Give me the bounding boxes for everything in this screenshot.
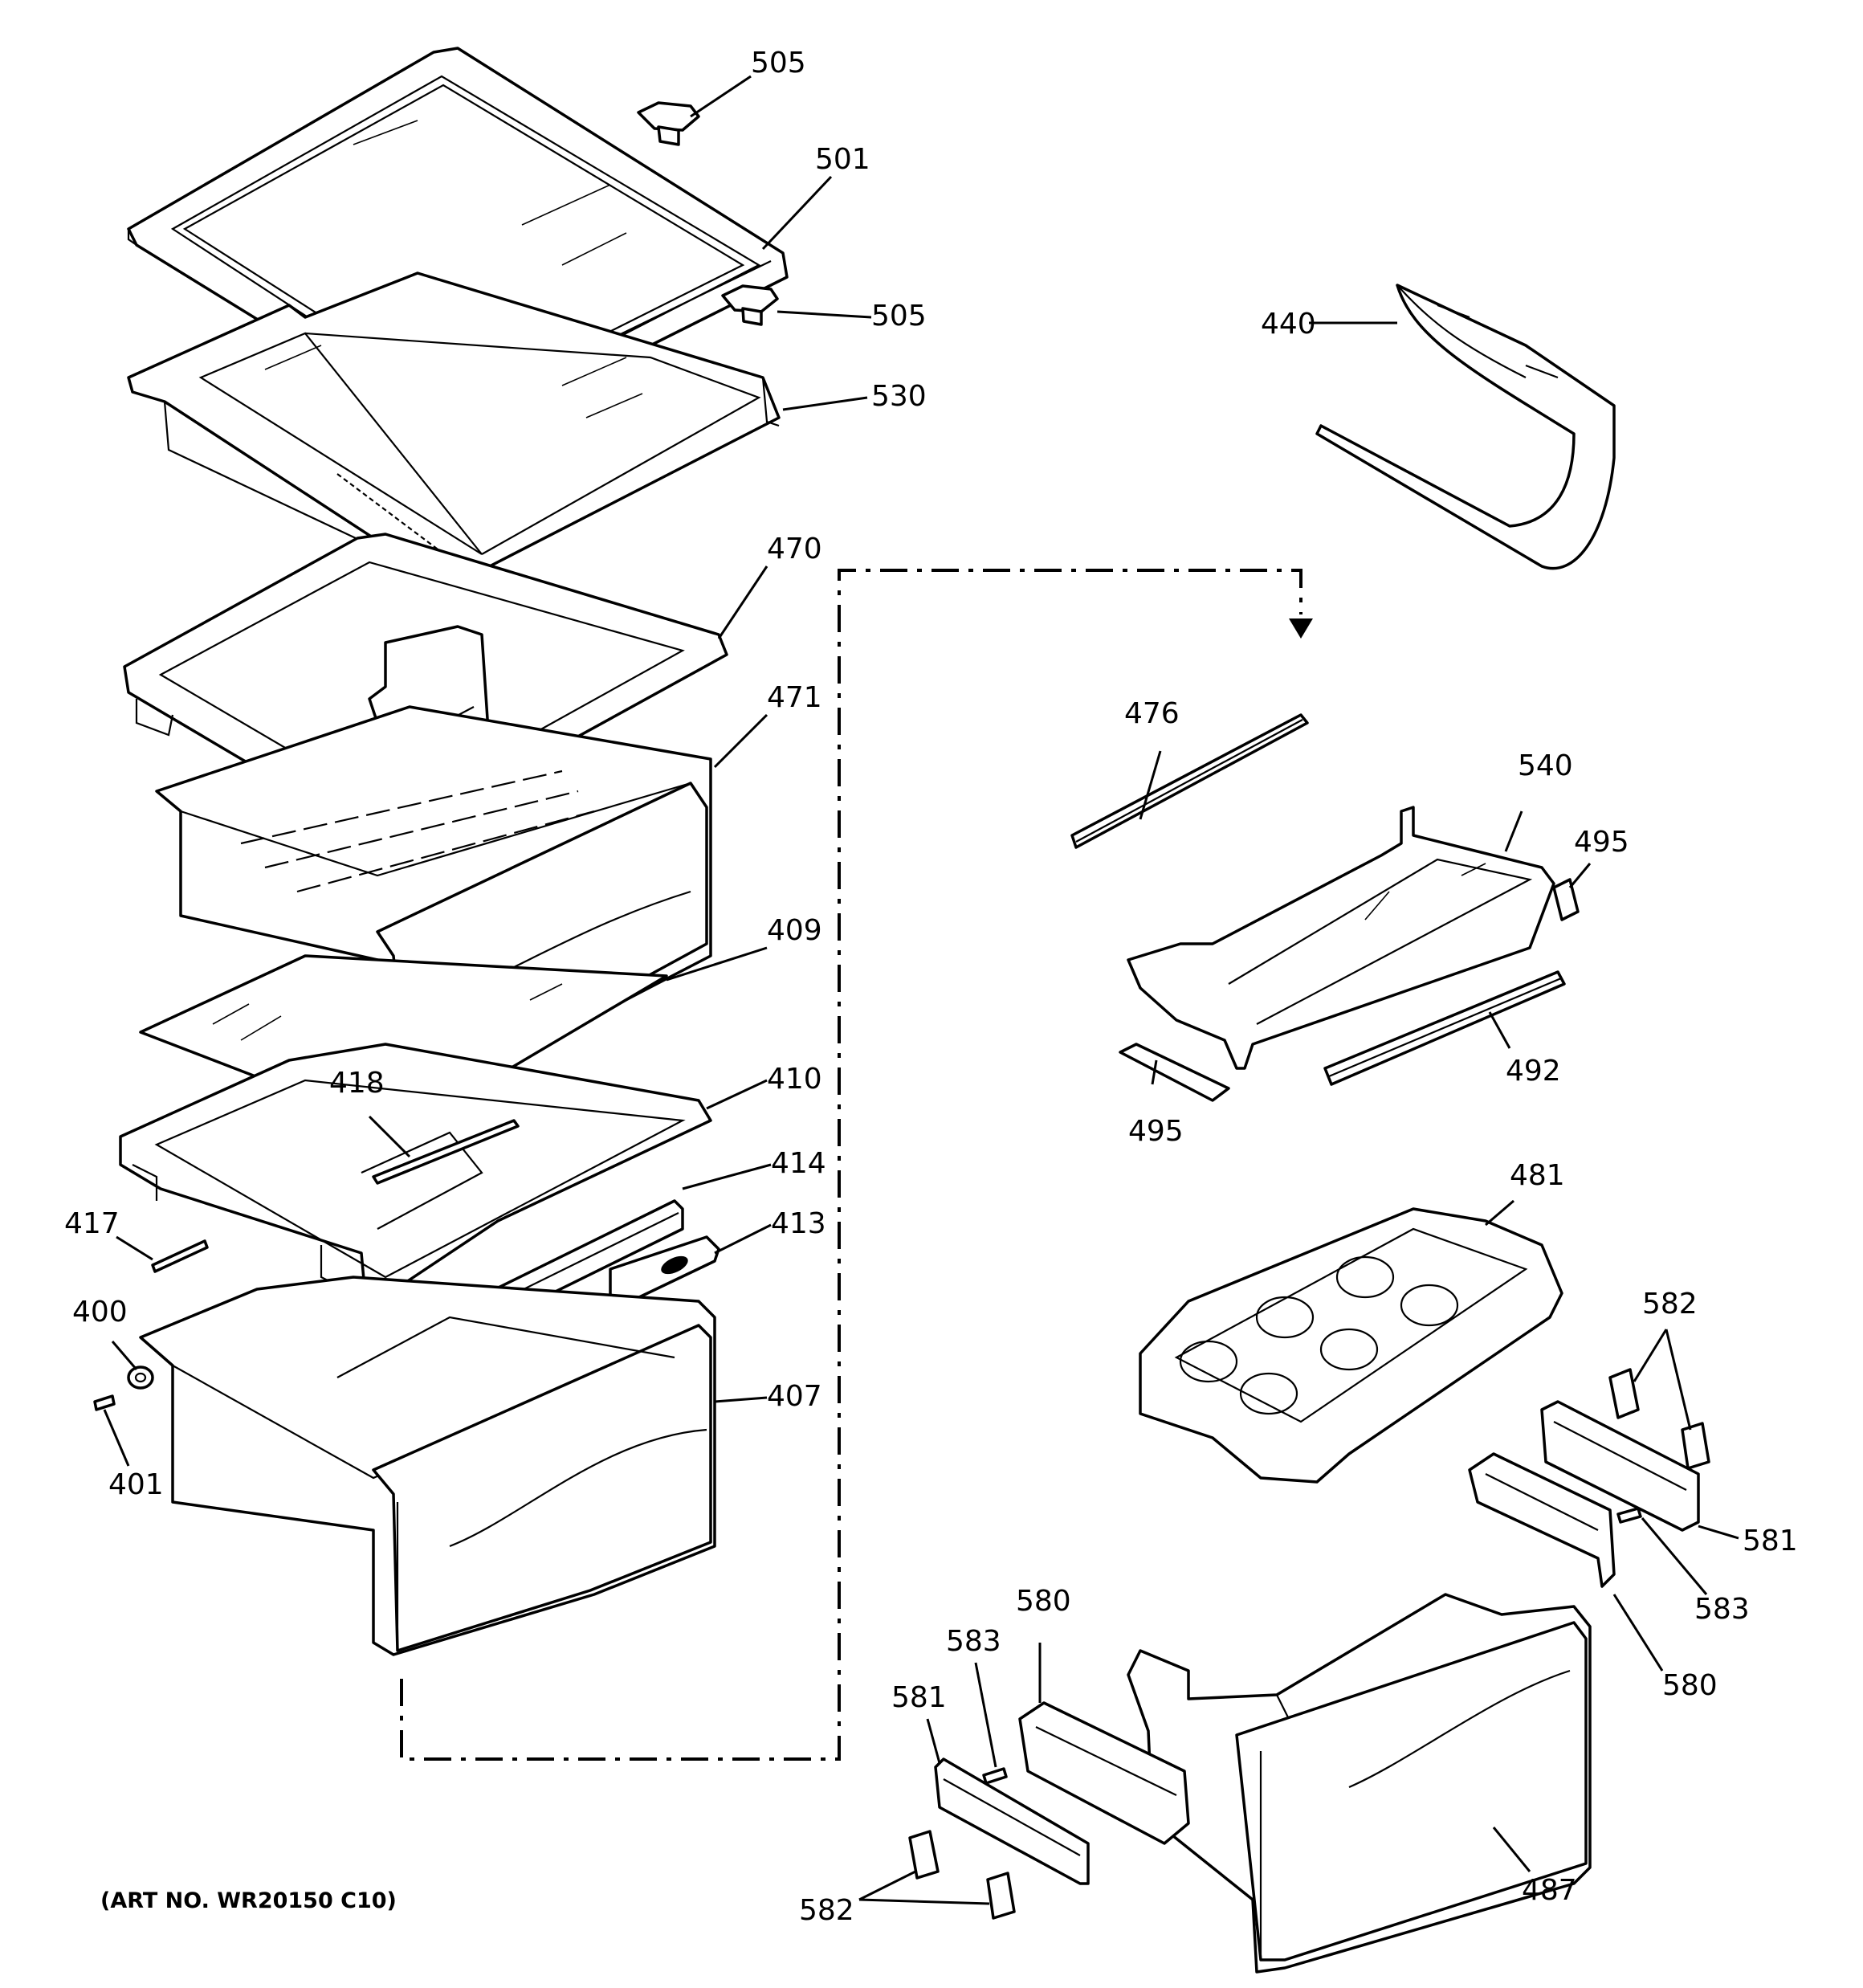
- egg-cups: [1179, 1255, 1459, 1415]
- label-583-left: 583: [946, 1625, 1001, 1658]
- part-582-clip-upper-a: [1608, 1368, 1640, 1419]
- part-581-rail-right: [1540, 1400, 1700, 1532]
- art-number: (ART NO. WR20150 C10): [100, 1888, 397, 1913]
- label-540: 540: [1518, 749, 1573, 782]
- assembly-grouping-line: [400, 569, 1313, 1761]
- part-582-clip-lower-b: [986, 1872, 1016, 1920]
- label-530: 530: [871, 380, 927, 413]
- part-410-crisper-cover-frame: [119, 1043, 712, 1303]
- label-495-bottom: 495: [1128, 1115, 1184, 1148]
- part-440-curved-cover: [1315, 284, 1616, 570]
- part-418-rod: [372, 1119, 520, 1185]
- label-495-top: 495: [1574, 826, 1629, 859]
- part-495-clip-left: [1119, 1043, 1230, 1102]
- label-580-left: 580: [1016, 1585, 1071, 1618]
- part-400-roller: [127, 1365, 154, 1390]
- part-505-shelf-clip-top: [637, 101, 700, 146]
- part-495-clip-right: [1552, 878, 1580, 921]
- label-581-left: 581: [891, 1681, 947, 1714]
- part-476-rod: [1070, 713, 1309, 849]
- part-481-egg-tray: [1139, 1207, 1563, 1484]
- part-492-trim-strip: [1323, 970, 1566, 1086]
- part-582-clip-lower-a: [908, 1830, 940, 1880]
- label-413: 413: [771, 1207, 826, 1240]
- label-582-bottom: 582: [799, 1894, 854, 1927]
- label-417: 417: [64, 1207, 120, 1240]
- label-505-mid: 505: [871, 300, 927, 333]
- label-487: 487: [1522, 1874, 1577, 1907]
- part-401-screw: [93, 1394, 116, 1411]
- label-581-right: 581: [1743, 1525, 1798, 1557]
- label-409: 409: [767, 914, 822, 947]
- label-401: 401: [108, 1468, 164, 1501]
- part-580-slide-left: [1018, 1701, 1190, 1845]
- label-410: 410: [767, 1063, 822, 1096]
- part-581-rail-left: [934, 1757, 1090, 1885]
- leader-lines: [103, 75, 1739, 1905]
- label-440: 440: [1261, 308, 1316, 341]
- label-471: 471: [767, 681, 822, 714]
- label-501: 501: [815, 143, 870, 176]
- label-583-right: 583: [1694, 1593, 1750, 1626]
- label-470: 470: [767, 533, 822, 565]
- part-583-screw-right: [1616, 1507, 1642, 1524]
- label-414: 414: [771, 1147, 826, 1180]
- part-580-slide-right: [1468, 1452, 1616, 1588]
- part-417-rod: [151, 1239, 209, 1273]
- label-492: 492: [1506, 1055, 1561, 1088]
- part-540-tray: [1127, 806, 1555, 1070]
- label-400: 400: [72, 1296, 128, 1329]
- label-582-top: 582: [1642, 1288, 1698, 1321]
- part-505-shelf-clip-mid: [721, 284, 779, 326]
- part-407-drawer: [139, 1276, 716, 1656]
- part-530-crisper-cover: [127, 271, 781, 592]
- label-481: 481: [1510, 1159, 1565, 1192]
- label-418: 418: [329, 1067, 385, 1100]
- label-407: 407: [767, 1380, 822, 1413]
- part-582-clip-upper-b: [1681, 1422, 1710, 1470]
- part-487-bin: [1127, 1593, 1592, 1974]
- part-583-screw-left: [982, 1767, 1008, 1785]
- label-505-top: 505: [751, 47, 806, 80]
- callout-labels: 505 501 505 530 440 470 471 476 540 495 …: [64, 47, 1798, 1927]
- label-580-right: 580: [1662, 1669, 1718, 1702]
- label-476: 476: [1124, 697, 1180, 730]
